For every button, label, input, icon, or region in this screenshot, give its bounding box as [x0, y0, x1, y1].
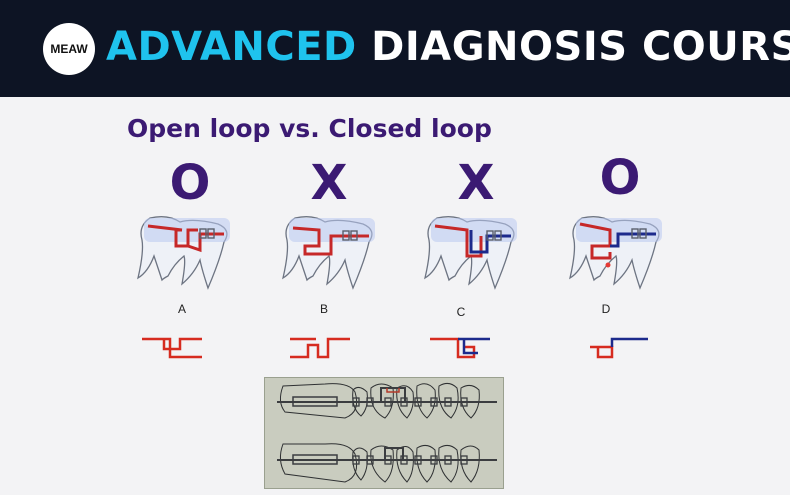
meaw-logo: MEAW	[43, 23, 95, 75]
tooth-illustration-a	[137, 216, 230, 290]
tooth-illustration-b	[282, 216, 375, 290]
loop-diagram-b	[290, 337, 350, 359]
label-d: D	[601, 302, 611, 316]
loop-diagram-c	[430, 337, 490, 359]
label-c: C	[456, 305, 466, 319]
loop-diagram-d	[590, 337, 648, 359]
archwire-drawing	[277, 382, 497, 483]
archwire-photo	[264, 377, 504, 489]
course-header: MEAW ADVANCED DIAGNOSIS COURSE	[0, 0, 790, 97]
slide-content: Open loop vs. Closed loop O X X O A B C …	[0, 97, 790, 495]
tooth-illustration-d	[569, 216, 662, 290]
course-title: ADVANCED DIAGNOSIS COURSE	[106, 24, 790, 70]
course-title-accent: ADVANCED	[106, 24, 357, 70]
mark-b: X	[310, 155, 348, 211]
mark-c: X	[457, 155, 495, 211]
label-b: B	[319, 302, 328, 316]
mark-a: O	[169, 155, 211, 211]
tooth-illustration-c	[424, 216, 517, 290]
slide-title: Open loop vs. Closed loop	[127, 114, 492, 143]
label-a: A	[177, 302, 186, 316]
mark-d: O	[599, 150, 641, 206]
loop-diagram-a	[142, 337, 202, 359]
course-title-rest: DIAGNOSIS COURSE	[371, 24, 790, 70]
